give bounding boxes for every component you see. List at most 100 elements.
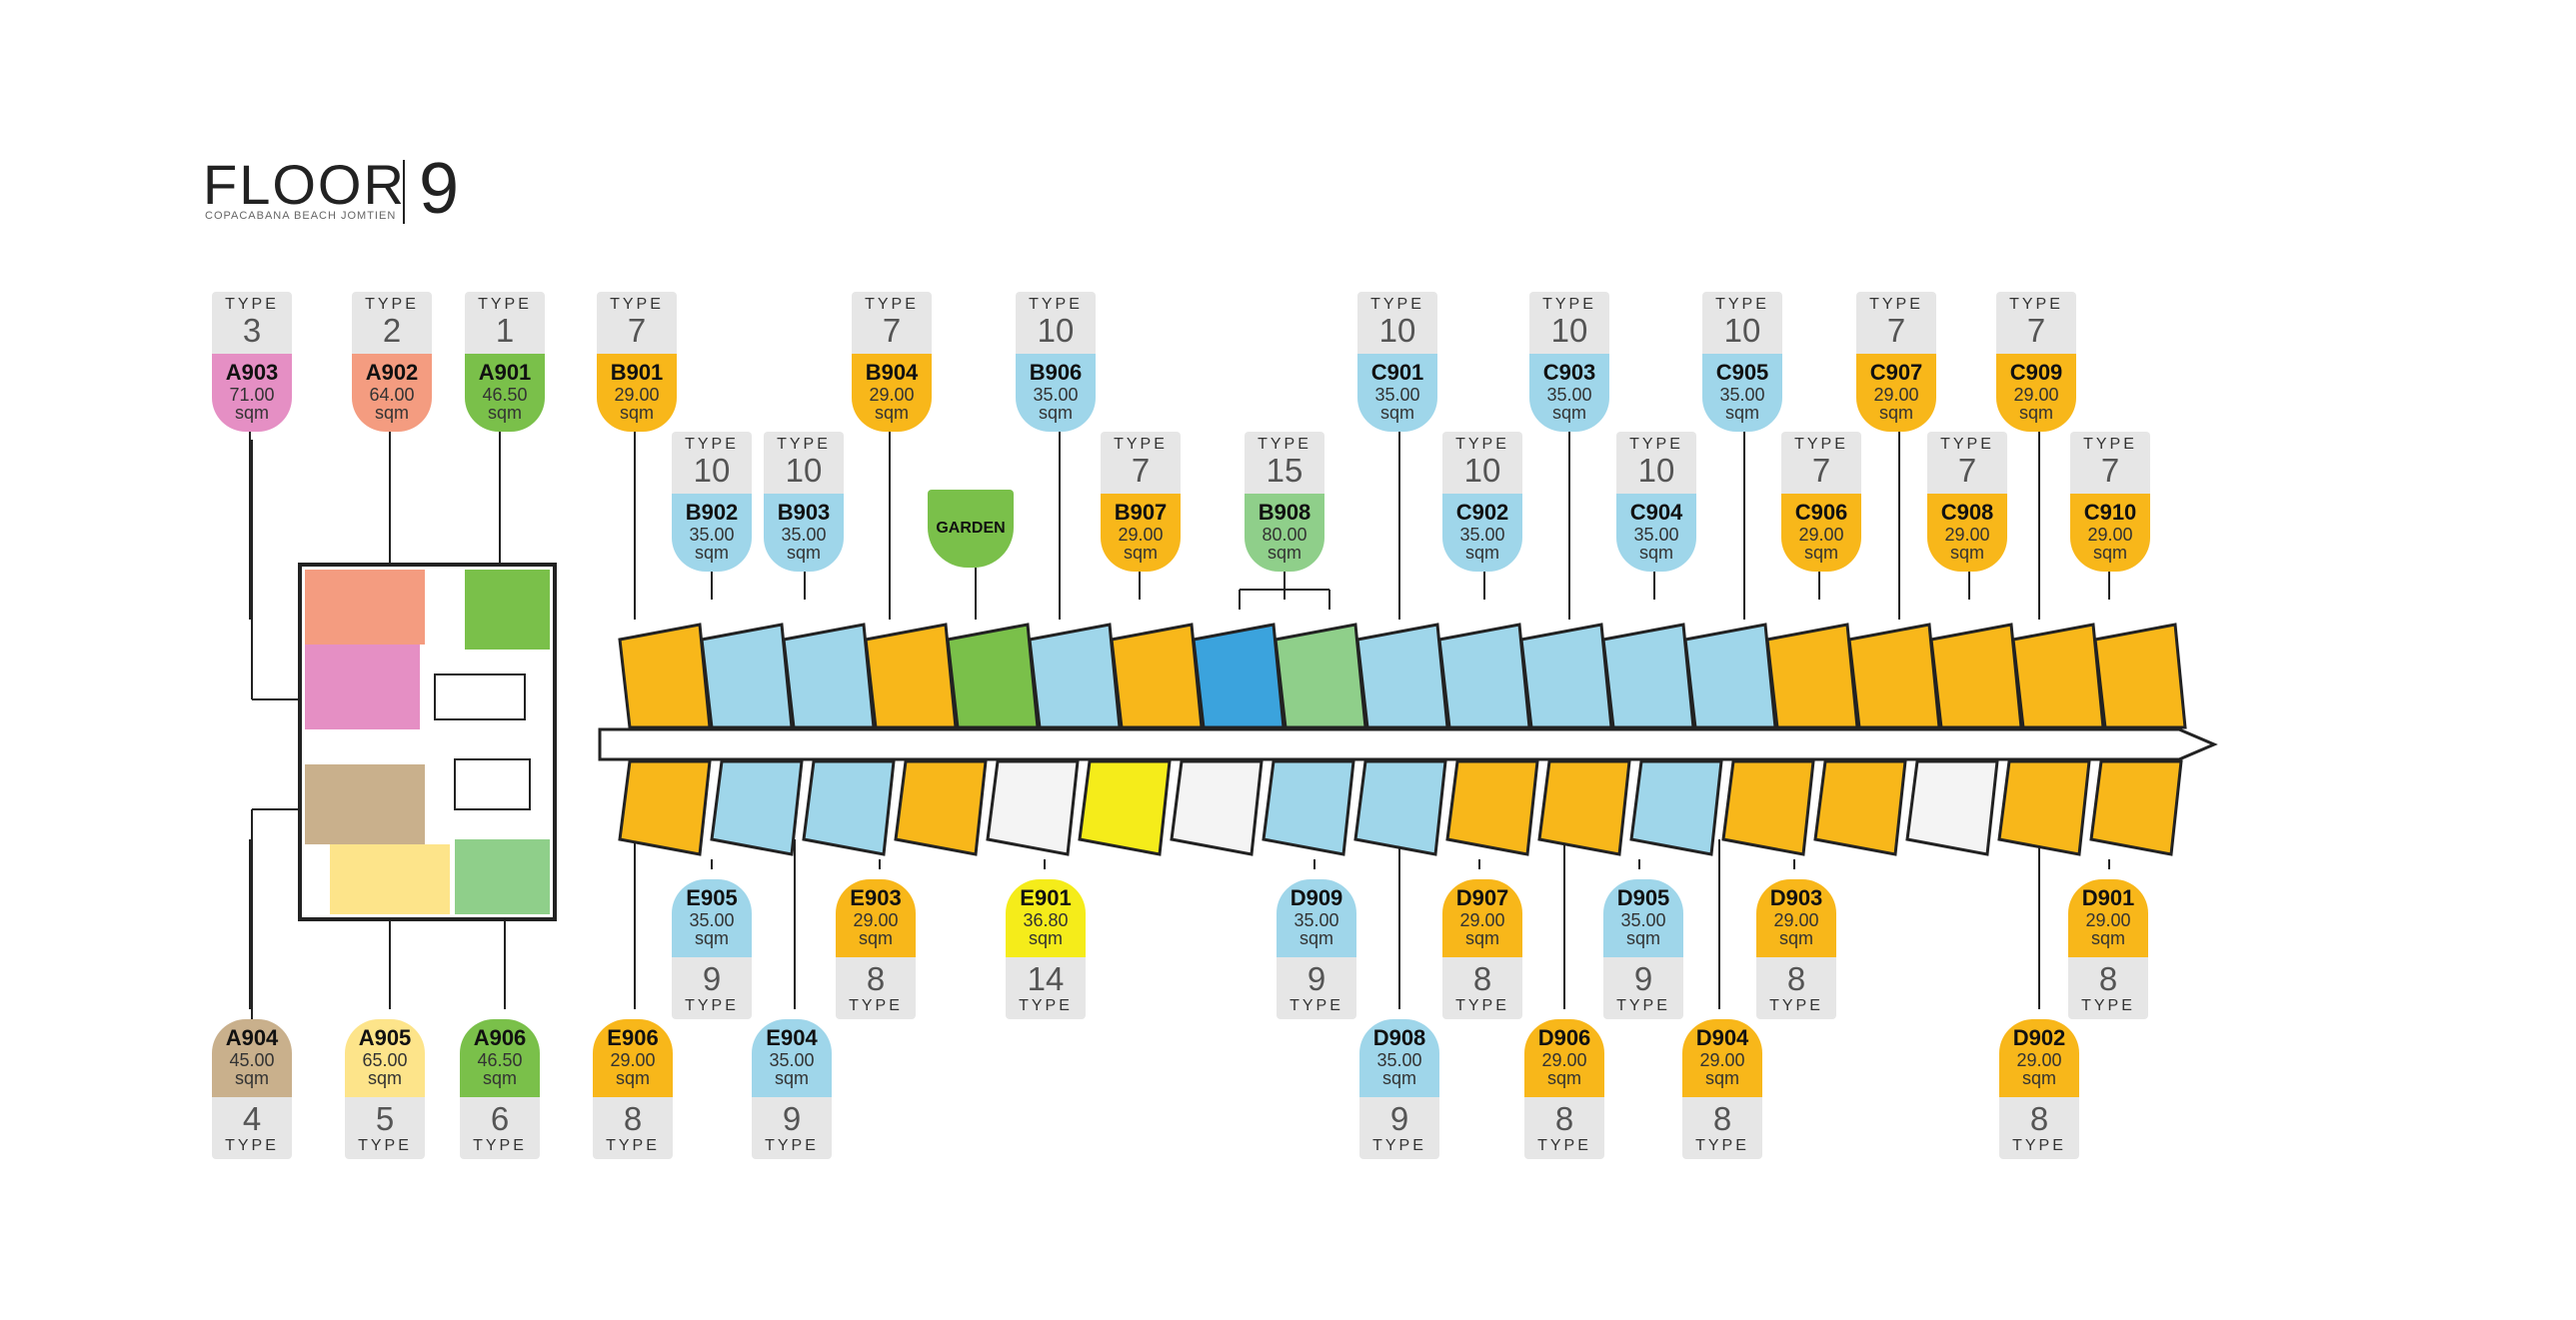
unit-a903-fill bbox=[305, 645, 420, 729]
unit-area-unit: sqm bbox=[1878, 403, 1913, 423]
unit-size: 29.00 bbox=[1541, 1050, 1587, 1070]
type-word: TYPE bbox=[473, 1137, 527, 1154]
unit-size: 35.00 bbox=[1546, 385, 1592, 405]
type-number: 10 bbox=[1637, 452, 1675, 489]
unit-area-unit: sqm bbox=[2021, 1068, 2056, 1088]
unit-size: 29.00 bbox=[869, 385, 915, 405]
lift-core bbox=[454, 758, 531, 810]
unit-block-d905 bbox=[1629, 759, 1723, 856]
unit-area-unit: sqm bbox=[1298, 928, 1333, 948]
type-word: TYPE bbox=[1940, 436, 1994, 453]
unit-area-unit: sqm bbox=[1038, 403, 1073, 423]
unit-area-unit: sqm bbox=[774, 1068, 809, 1088]
unit-block-c904 bbox=[1601, 623, 1695, 729]
type-word: TYPE bbox=[225, 1137, 279, 1154]
unit-block-c905 bbox=[1683, 623, 1777, 729]
garden-tag: GARDEN bbox=[928, 490, 1014, 568]
unit-area-unit: sqm bbox=[367, 1068, 402, 1088]
unit-id: A901 bbox=[478, 360, 532, 385]
unit-area-unit: sqm bbox=[234, 1068, 269, 1088]
unit-block-c910 bbox=[2093, 623, 2187, 729]
unit-block-b907 bbox=[1110, 623, 1204, 729]
type-number: 8 bbox=[1712, 1100, 1732, 1137]
type-number: 2 bbox=[382, 312, 402, 349]
type-number: 5 bbox=[375, 1100, 395, 1137]
type-number: 7 bbox=[1957, 452, 1977, 489]
unit-block-b901 bbox=[618, 623, 712, 729]
unit-block-c902 bbox=[1437, 623, 1531, 729]
unit-size: 29.00 bbox=[610, 1050, 656, 1070]
unit-a901-fill bbox=[465, 570, 550, 650]
unit-area-unit: sqm bbox=[1123, 543, 1158, 563]
unit-block-e906 bbox=[618, 759, 712, 856]
type-word: TYPE bbox=[1029, 296, 1083, 313]
type-word: TYPE bbox=[1542, 296, 1596, 313]
type-number: 10 bbox=[1550, 312, 1588, 349]
unit-block-e905 bbox=[710, 759, 804, 856]
type-word: TYPE bbox=[1715, 296, 1769, 313]
unit-size: 29.00 bbox=[1118, 525, 1164, 545]
unit-block-void bbox=[986, 759, 1080, 856]
type-word: TYPE bbox=[2083, 436, 2137, 453]
type-number: 6 bbox=[490, 1100, 510, 1137]
unit-area-unit: sqm bbox=[1625, 928, 1660, 948]
type-word: TYPE bbox=[1794, 436, 1848, 453]
unit-block-garden bbox=[946, 623, 1040, 729]
type-number: 9 bbox=[1389, 1100, 1409, 1137]
unit-block-c906 bbox=[1765, 623, 1859, 729]
unit-size: 71.00 bbox=[229, 385, 275, 405]
unit-id: E905 bbox=[686, 885, 738, 910]
type-number: 9 bbox=[1633, 960, 1653, 997]
type-word: TYPE bbox=[2009, 296, 2063, 313]
unit-size: 35.00 bbox=[1033, 385, 1079, 405]
unit-size: 29.00 bbox=[1944, 525, 1990, 545]
unit-id: D909 bbox=[1289, 885, 1343, 910]
unit-block-d903 bbox=[1813, 759, 1907, 856]
type-number: 8 bbox=[1554, 1100, 1574, 1137]
type-number: 10 bbox=[1723, 312, 1761, 349]
unit-size: 29.00 bbox=[1773, 910, 1819, 930]
unit-area-unit: sqm bbox=[615, 1068, 650, 1088]
unit-id: D908 bbox=[1372, 1025, 1426, 1050]
unit-id: D903 bbox=[1769, 885, 1823, 910]
unit-area-unit: sqm bbox=[1803, 543, 1838, 563]
unit-block-e901 bbox=[1078, 759, 1172, 856]
unit-area-unit: sqm bbox=[234, 403, 269, 423]
type-number: 8 bbox=[866, 960, 886, 997]
type-number: 9 bbox=[782, 1100, 802, 1137]
unit-size: 35.00 bbox=[781, 525, 827, 545]
type-word: TYPE bbox=[610, 296, 664, 313]
unit-a906-fill bbox=[455, 839, 550, 914]
type-word: TYPE bbox=[1370, 296, 1424, 313]
type-word: TYPE bbox=[365, 296, 419, 313]
unit-size: 29.00 bbox=[2087, 525, 2133, 545]
